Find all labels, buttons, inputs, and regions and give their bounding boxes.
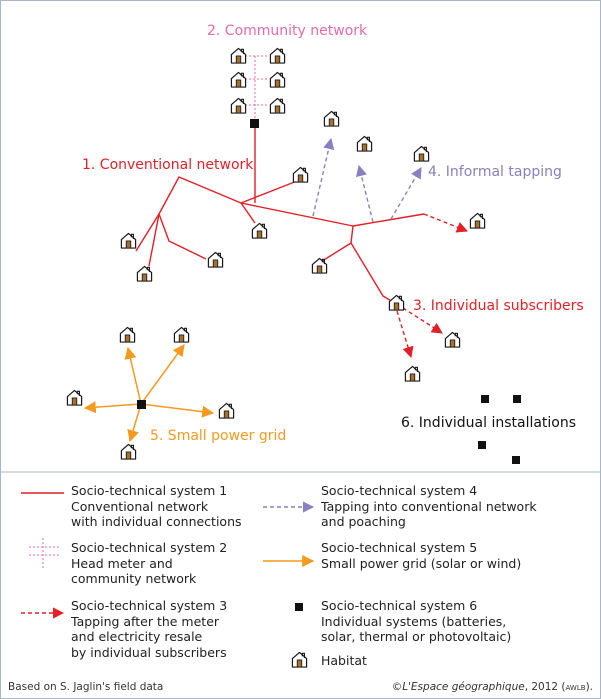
label-individual-subscribers: 3. Individual subscribers [413, 298, 584, 314]
subscriber-resale-lines [396, 213, 469, 359]
source-note: Based on S. Jaglin's field data [8, 681, 164, 693]
legend-symbol-system2 [29, 538, 61, 569]
label-small-power-grid: 5. Small power grid [150, 428, 287, 444]
legend-symbol-system6 [295, 603, 303, 611]
head-meter [250, 119, 259, 128]
label-conventional-network: 1. Conventional network [82, 157, 254, 173]
label-community-network: 2. Community network [207, 23, 368, 39]
habitats [66, 47, 486, 460]
legend-symbol-habitat [291, 651, 308, 668]
legend-item-system2: Socio-technical system 2 Head meter and … [71, 540, 228, 586]
conventional-network [135, 128, 425, 303]
legend-item-habitat: Habitat [321, 653, 367, 668]
label-individual-installations: 6. Individual installations [401, 415, 577, 431]
legend-item-system5: Socio-technical system 5 Small power gri… [321, 540, 522, 571]
small-power-grid-lines [83, 344, 215, 443]
legend-item-system1: Socio-technical system 1 Conventional ne… [71, 483, 242, 529]
legend-item-system6: Socio-technical system 6 Individual syst… [321, 598, 512, 644]
individual-installations [478, 395, 521, 464]
informal-tapping-lines [312, 137, 422, 223]
copyright-note: ©L'Espace géographique, 2012 (awlb). [391, 681, 593, 693]
legend-symbols [21, 492, 315, 668]
legend-item-system3: Socio-technical system 3 Tapping after t… [71, 598, 228, 660]
power-grid-hub [137, 400, 146, 409]
legend-item-system4: Socio-technical system 4 Tapping into co… [321, 483, 537, 529]
label-informal-tapping: 4. Informal tapping [428, 164, 562, 180]
